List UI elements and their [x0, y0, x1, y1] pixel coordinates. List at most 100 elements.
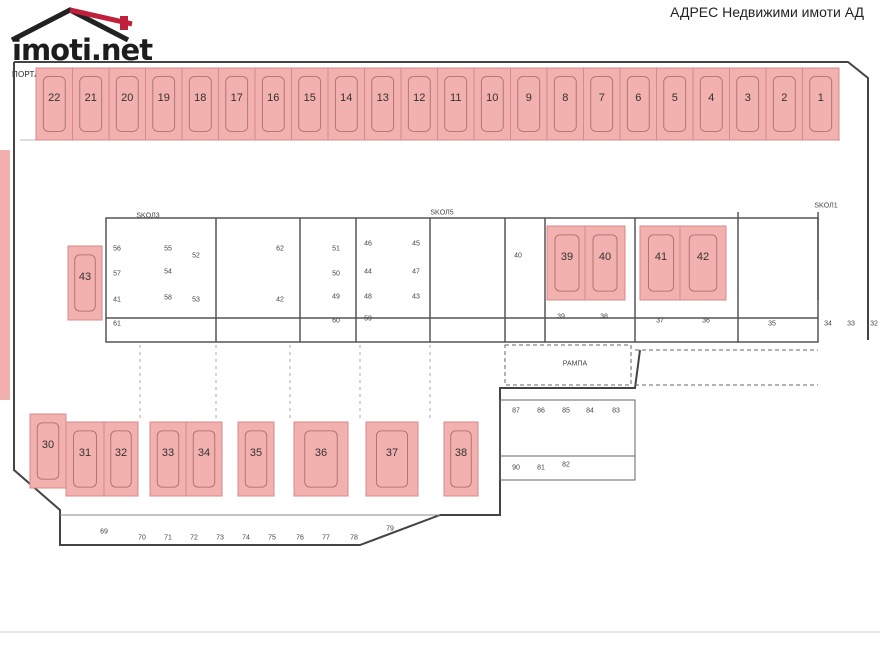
storage-unit-85[interactable]: 85 [562, 408, 570, 415]
storage-unit-90[interactable]: 90 [512, 465, 520, 472]
storage-unit-59[interactable]: 59 [364, 316, 372, 323]
storage-unit-73[interactable]: 73 [216, 535, 224, 542]
storage-unit-60[interactable]: 60 [332, 318, 340, 325]
parking-spot-7[interactable]: 7 [583, 67, 621, 141]
parking-spot-3[interactable]: 3 [729, 67, 767, 141]
parking-spot-8[interactable]: 8 [546, 67, 584, 141]
storage-unit-72[interactable]: 72 [190, 535, 198, 542]
parking-spot-16[interactable]: 16 [254, 67, 292, 141]
storage-unit-75[interactable]: 75 [268, 535, 276, 542]
storage-unit-81[interactable]: 81 [537, 465, 545, 472]
parking-spot-30[interactable]: 30 [29, 413, 67, 489]
parking-spot-10[interactable]: 10 [473, 67, 511, 141]
storage-unit-69[interactable]: 69 [100, 529, 108, 536]
storage-unit-70[interactable]: 70 [138, 535, 146, 542]
parking-spot-number: 35 [250, 447, 262, 459]
parking-spot-32[interactable]: 32 [103, 421, 139, 497]
storage-unit-33[interactable]: 33 [847, 321, 855, 328]
storage-unit-38[interactable]: 38 [600, 314, 608, 321]
storage-unit-50[interactable]: 50 [332, 271, 340, 278]
parking-spot-34[interactable]: 34 [185, 421, 223, 497]
parking-spot-18[interactable]: 18 [181, 67, 219, 141]
parking-spot-5[interactable]: 5 [656, 67, 694, 141]
parking-spot-2[interactable]: 2 [765, 67, 803, 141]
car-outline-icon [450, 430, 472, 488]
parking-spot-13[interactable]: 13 [364, 67, 402, 141]
parking-spot-19[interactable]: 19 [145, 67, 183, 141]
parking-spot-31[interactable]: 31 [65, 421, 105, 497]
storage-unit-62[interactable]: 62 [276, 246, 284, 253]
storage-unit-44[interactable]: 44 [364, 269, 372, 276]
storage-unit-74[interactable]: 74 [242, 535, 250, 542]
storage-unit-82[interactable]: 82 [562, 462, 570, 469]
storage-unit-32[interactable]: 32 [870, 321, 878, 328]
parking-spot-43[interactable]: 43 [67, 245, 103, 321]
storage-unit-39[interactable]: 39 [557, 314, 565, 321]
parking-spot-42[interactable]: 42 [679, 225, 727, 301]
parking-spot-36[interactable]: 36 [293, 421, 349, 497]
storage-unit-41[interactable]: 41 [113, 297, 121, 304]
parking-spot-14[interactable]: 14 [327, 67, 365, 141]
storage-unit-83[interactable]: 83 [612, 408, 620, 415]
parking-spot-20[interactable]: 20 [108, 67, 146, 141]
parking-spot-35[interactable]: 35 [237, 421, 275, 497]
parking-spot-22[interactable]: 22 [35, 67, 73, 141]
parking-spot-39[interactable]: 39 [546, 225, 588, 301]
parking-spot-15[interactable]: 15 [291, 67, 329, 141]
storage-unit-35[interactable]: 35 [768, 321, 776, 328]
parking-spot-number: 34 [198, 447, 210, 459]
storage-unit-71[interactable]: 71 [164, 535, 172, 542]
storage-unit-57[interactable]: 57 [113, 271, 121, 278]
parking-spot-number: 12 [413, 92, 425, 104]
storage-unit-76[interactable]: 76 [296, 535, 304, 542]
storage-unit-42[interactable]: 42 [276, 297, 284, 304]
storage-unit-55[interactable]: 55 [164, 246, 172, 253]
parking-spot-6[interactable]: 6 [619, 67, 657, 141]
storage-unit-52[interactable]: 52 [192, 253, 200, 260]
storage-unit-46[interactable]: 46 [364, 241, 372, 248]
car-outline-icon [590, 76, 614, 132]
parking-spot-12[interactable]: 12 [400, 67, 438, 141]
storage-unit-34[interactable]: 34 [824, 321, 832, 328]
parking-spot-41[interactable]: 41 [639, 225, 683, 301]
parking-spot-4[interactable]: 4 [692, 67, 730, 141]
car-outline-icon [36, 422, 60, 480]
storage-unit-61[interactable]: 61 [113, 321, 121, 328]
storage-unit-47[interactable]: 47 [412, 269, 420, 276]
parking-spot-37[interactable]: 37 [365, 421, 419, 497]
storage-unit-86[interactable]: 86 [537, 408, 545, 415]
storage-unit-48[interactable]: 48 [364, 294, 372, 301]
storage-unit-77[interactable]: 77 [322, 535, 330, 542]
storage-unit-43[interactable]: 43 [412, 294, 420, 301]
parking-spot-number: 41 [655, 251, 667, 263]
storage-unit-36[interactable]: 36 [702, 318, 710, 325]
parking-spot-1[interactable]: 1 [802, 67, 840, 141]
storage-unit-87[interactable]: 87 [512, 408, 520, 415]
parking-spot-number: 11 [450, 92, 461, 104]
storage-units: 56 55 52 62 51 46 45 57 54 50 44 47 53 48 49 42 43 41 61 58… [100, 241, 878, 542]
storage-unit-49[interactable]: 49 [332, 294, 340, 301]
parking-spot-40[interactable]: 40 [584, 225, 626, 301]
storage-unit-40[interactable]: 40 [514, 253, 522, 260]
car-outline-icon [110, 430, 132, 488]
storage-unit-51[interactable]: 51 [332, 246, 340, 253]
parking-spot-9[interactable]: 9 [510, 67, 548, 141]
parking-spot-11[interactable]: 11 [437, 67, 475, 141]
storage-unit-84[interactable]: 84 [586, 408, 594, 415]
car-outline-icon [444, 76, 468, 132]
storage-unit-58[interactable]: 58 [164, 295, 172, 302]
parking-spot-38[interactable]: 38 [443, 421, 479, 497]
parking-spot-box [692, 67, 730, 141]
storage-unit-79[interactable]: 79 [386, 526, 394, 533]
parking-spot-21[interactable]: 21 [72, 67, 110, 141]
storage-unit-78[interactable]: 78 [350, 535, 358, 542]
storage-core [105, 212, 819, 343]
storage-unit-54[interactable]: 54 [164, 269, 172, 276]
storage-unit-45[interactable]: 45 [412, 241, 420, 248]
storage-unit-53[interactable]: 53 [192, 297, 200, 304]
parking-spot-17[interactable]: 17 [218, 67, 256, 141]
storage-unit-56[interactable]: 56 [113, 246, 121, 253]
parking-spot-box [437, 67, 475, 141]
storage-unit-37[interactable]: 37 [656, 318, 664, 325]
parking-spot-33[interactable]: 33 [149, 421, 187, 497]
